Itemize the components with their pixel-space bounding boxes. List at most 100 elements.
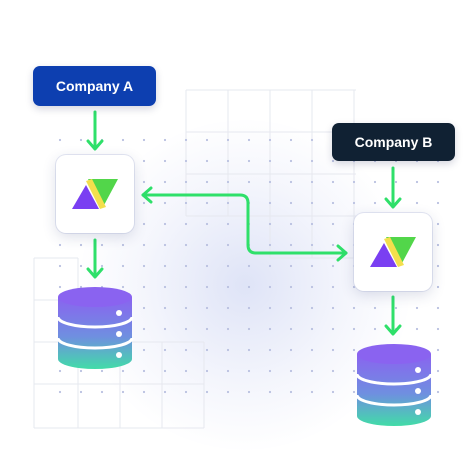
grid-dot xyxy=(352,285,356,289)
grid-dot xyxy=(121,264,125,268)
grid-dot xyxy=(184,180,188,184)
grid-dot xyxy=(268,222,272,226)
grid-dot xyxy=(79,243,83,247)
grid-dot xyxy=(142,285,146,289)
grid-dot xyxy=(331,201,335,205)
grid-dot xyxy=(121,390,125,394)
grid-dot xyxy=(247,369,251,373)
grid-dot xyxy=(268,201,272,205)
grid-dot xyxy=(163,390,167,394)
grid-dot xyxy=(58,243,62,247)
grid-dot xyxy=(142,264,146,268)
grid-dot xyxy=(142,159,146,163)
grid-dot xyxy=(205,180,209,184)
grid-dot xyxy=(226,222,230,226)
grid-dot xyxy=(289,285,293,289)
grid-dot xyxy=(394,180,398,184)
grid-dot xyxy=(205,348,209,352)
grid-dot xyxy=(100,243,104,247)
grid-dot xyxy=(58,264,62,268)
grid-dot xyxy=(79,285,83,289)
grid-dot xyxy=(268,390,272,394)
grid-dot xyxy=(205,306,209,310)
grid-dot xyxy=(226,390,230,394)
grid-dot xyxy=(142,222,146,226)
grid-dot xyxy=(436,348,440,352)
grid-dot xyxy=(310,327,314,331)
grid-dot xyxy=(310,180,314,184)
grid-dot xyxy=(436,306,440,310)
grid-dot xyxy=(436,180,440,184)
grid-dot xyxy=(289,264,293,268)
grid-dot xyxy=(268,180,272,184)
grid-dot xyxy=(415,201,419,205)
grid-dot xyxy=(436,222,440,226)
grid-dot xyxy=(247,285,251,289)
grid-dot xyxy=(184,285,188,289)
grid-dot xyxy=(226,264,230,268)
grid-dot xyxy=(331,264,335,268)
grid-dot xyxy=(247,138,251,142)
grid-dot xyxy=(142,327,146,331)
grid-dot xyxy=(226,327,230,331)
grid-dot xyxy=(289,306,293,310)
grid-dot xyxy=(226,306,230,310)
grid-dot xyxy=(247,159,251,163)
grid-dot xyxy=(247,306,251,310)
grid-dot xyxy=(289,138,293,142)
grid-dot xyxy=(226,348,230,352)
grid-dot xyxy=(100,369,104,373)
grid-dot xyxy=(373,180,377,184)
grid-dot xyxy=(184,201,188,205)
grid-dot xyxy=(331,222,335,226)
grid-dot xyxy=(142,138,146,142)
grid-dot xyxy=(163,369,167,373)
grid-dot xyxy=(226,201,230,205)
grid-dot xyxy=(352,390,356,394)
grid-dot xyxy=(58,369,62,373)
grid-dot xyxy=(184,390,188,394)
grid-dot xyxy=(184,327,188,331)
company-b-app-node xyxy=(354,213,432,291)
grid-dot xyxy=(163,159,167,163)
grid-dot xyxy=(163,138,167,142)
grid-dot xyxy=(184,264,188,268)
company-b-label: Company B xyxy=(332,123,455,161)
company-b-database-icon xyxy=(355,344,433,426)
grid-dot xyxy=(205,327,209,331)
grid-dot xyxy=(436,327,440,331)
grid-dot xyxy=(121,285,125,289)
grid-dot xyxy=(415,180,419,184)
grid-dot xyxy=(352,180,356,184)
grid-dot xyxy=(289,390,293,394)
grid-dot xyxy=(205,285,209,289)
grid-dot xyxy=(436,243,440,247)
grid-dot xyxy=(331,369,335,373)
grid-dot xyxy=(142,369,146,373)
grid-dot xyxy=(289,159,293,163)
grid-dot xyxy=(226,285,230,289)
grid-dot xyxy=(310,201,314,205)
grid-dot xyxy=(184,159,188,163)
grid-dot xyxy=(310,348,314,352)
grid-dot xyxy=(58,390,62,394)
grid-dot xyxy=(331,285,335,289)
grid-dot xyxy=(58,285,62,289)
grid-dot xyxy=(436,390,440,394)
grid-dot xyxy=(226,180,230,184)
grid-dot xyxy=(121,243,125,247)
grid-dot xyxy=(373,201,377,205)
grid-dot xyxy=(142,201,146,205)
arrow-down-icon xyxy=(86,110,104,151)
grid-dot xyxy=(226,138,230,142)
grid-dot xyxy=(289,348,293,352)
grid-dot xyxy=(310,390,314,394)
grid-dot xyxy=(331,243,335,247)
grid-dot xyxy=(226,243,230,247)
app-logo-icon xyxy=(72,179,118,209)
grid-dot xyxy=(142,390,146,394)
grid-dot xyxy=(205,159,209,163)
grid-dot xyxy=(331,390,335,394)
grid-dot xyxy=(289,222,293,226)
grid-dot xyxy=(163,201,167,205)
